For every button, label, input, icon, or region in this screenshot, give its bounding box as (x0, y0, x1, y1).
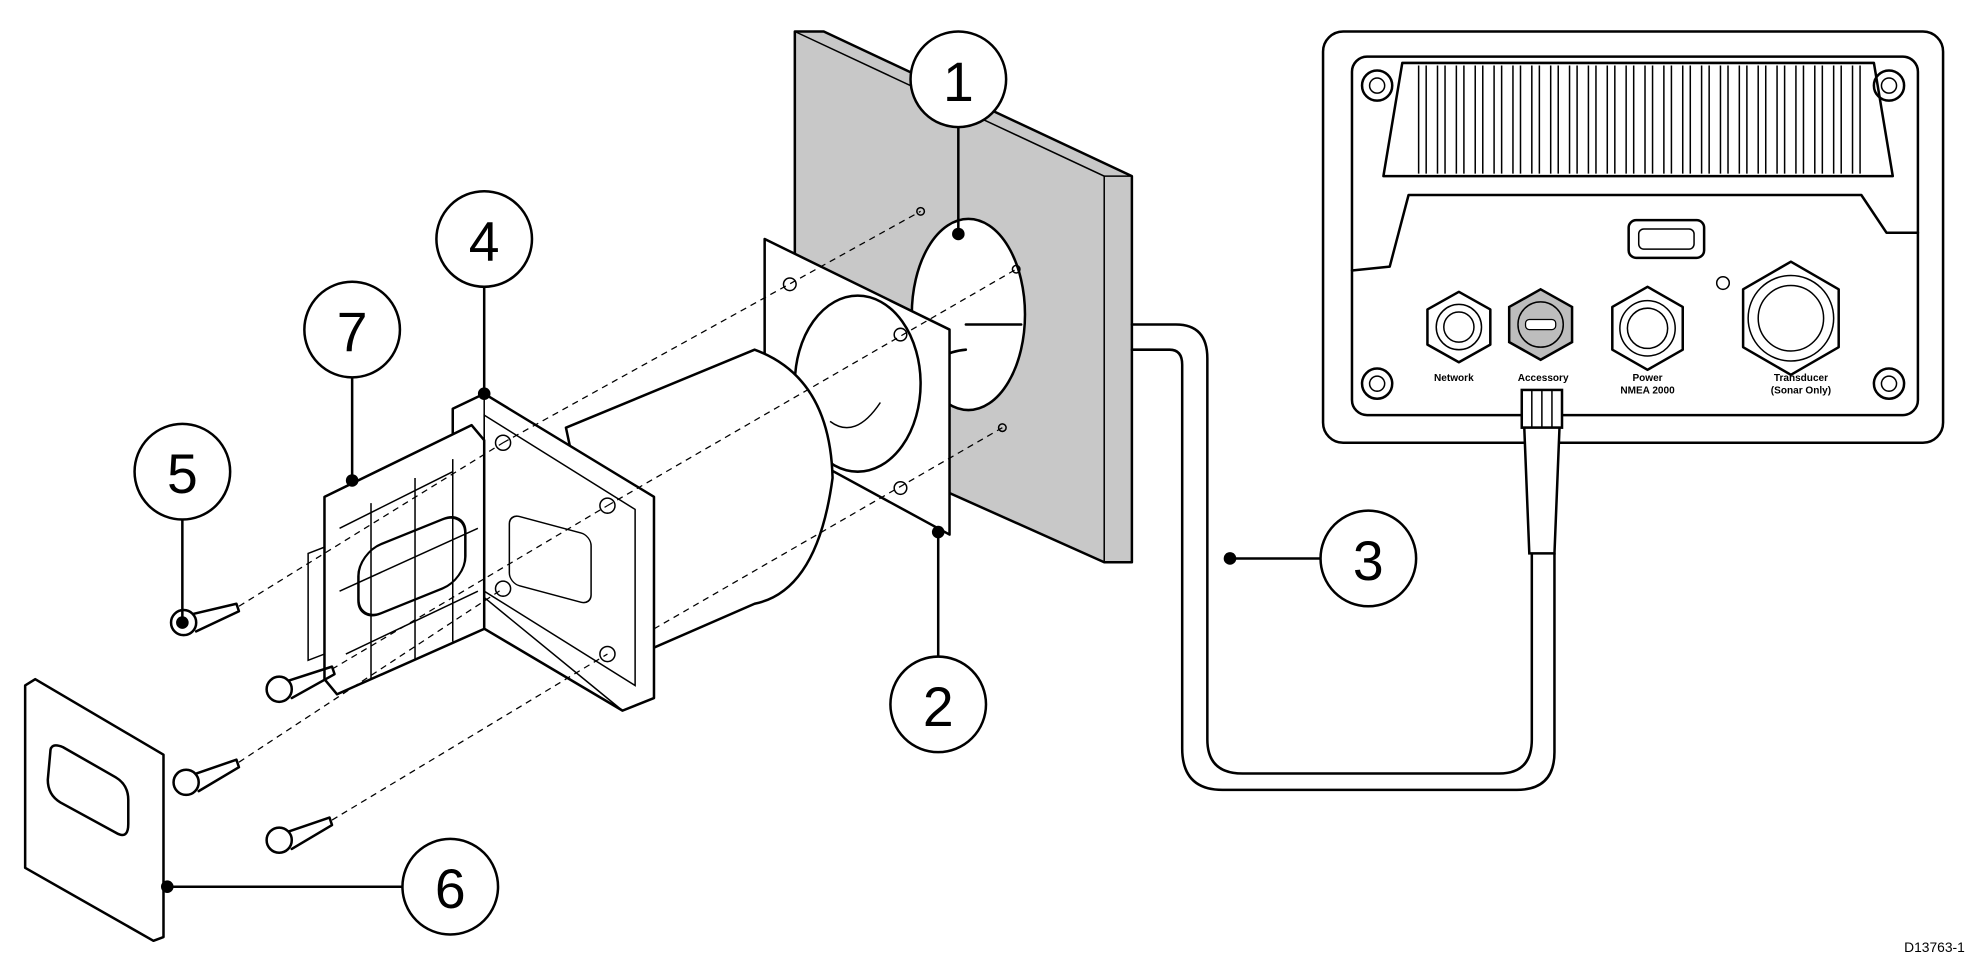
display-unit-rear: Network Accessory Power NMEA 2000 Transd… (1321, 30, 1945, 555)
heatsink-fin (1512, 65, 1522, 174)
callout-3: 3 (1223, 509, 1418, 608)
gasket (763, 237, 951, 536)
cable-plug (1520, 388, 1564, 555)
heatsink-fin (1606, 65, 1616, 174)
sonar-only-label: (Sonar Only) (1771, 386, 1831, 397)
heatsink-fin (1700, 65, 1710, 174)
cover-plate (23, 677, 165, 943)
heatsink-fin (1719, 65, 1729, 174)
heatsink-fin (1795, 65, 1805, 174)
callouts: 1 2 3 4 5 6 7 (133, 30, 1418, 936)
heatsink-fin (1549, 65, 1559, 174)
heatsink-fin (1625, 65, 1635, 174)
callout-1: 1 (909, 30, 1008, 241)
heatsink-fin (1531, 65, 1541, 174)
heatsink-fin (1757, 65, 1767, 174)
heatsink-fin (1832, 65, 1842, 174)
callout-6: 6 (160, 837, 500, 936)
nmea2000-label: NMEA 2000 (1620, 386, 1675, 397)
heatsink-fin (1436, 65, 1446, 174)
callout-number: 5 (167, 443, 198, 505)
callout-2: 2 (889, 525, 988, 754)
heatsink-fin (1681, 65, 1692, 174)
transducer-connector: Transducer (Sonar Only) (1741, 260, 1840, 397)
callout-number: 7 (337, 301, 368, 363)
power-connector: Power NMEA 2000 (1611, 285, 1684, 397)
heatsink-fin (1851, 65, 1861, 174)
callout-number: 1 (943, 51, 974, 113)
heatsink-fin (1493, 65, 1503, 174)
heatsink-fin (1474, 65, 1484, 174)
callout-number: 2 (923, 676, 954, 738)
network-label: Network (1434, 373, 1474, 384)
screw (172, 758, 241, 797)
callout-4: 4 (435, 189, 534, 400)
heatsink-fin (1663, 65, 1673, 174)
callout-7: 7 (303, 280, 402, 487)
heatsink-fin (1455, 65, 1465, 174)
transducer-label: Transducer (1774, 373, 1828, 384)
accessory-label: Accessory (1518, 373, 1569, 384)
power-label: Power (1632, 373, 1662, 384)
drawing-code: D13763-1 (1904, 939, 1965, 955)
heatsink-fin (1776, 65, 1786, 174)
callout-number: 4 (469, 211, 500, 273)
callout-number: 3 (1353, 530, 1384, 592)
screw (265, 816, 334, 855)
accessory-connector: Accessory (1507, 287, 1574, 384)
heatsink-fin (1644, 65, 1654, 174)
rear-cover (307, 423, 486, 696)
heatsink-fin (1587, 65, 1597, 174)
screws (169, 602, 336, 855)
screw (265, 665, 336, 704)
callout-number: 6 (435, 858, 466, 920)
heatsink-fin (1568, 65, 1578, 174)
alignment-lines (238, 210, 1017, 821)
heatsink-fin (1814, 65, 1824, 174)
callout-5: 5 (133, 422, 232, 629)
heatsink-fin (1417, 65, 1427, 174)
heatsink-fin (1738, 65, 1748, 174)
network-connector: Network (1426, 290, 1492, 384)
